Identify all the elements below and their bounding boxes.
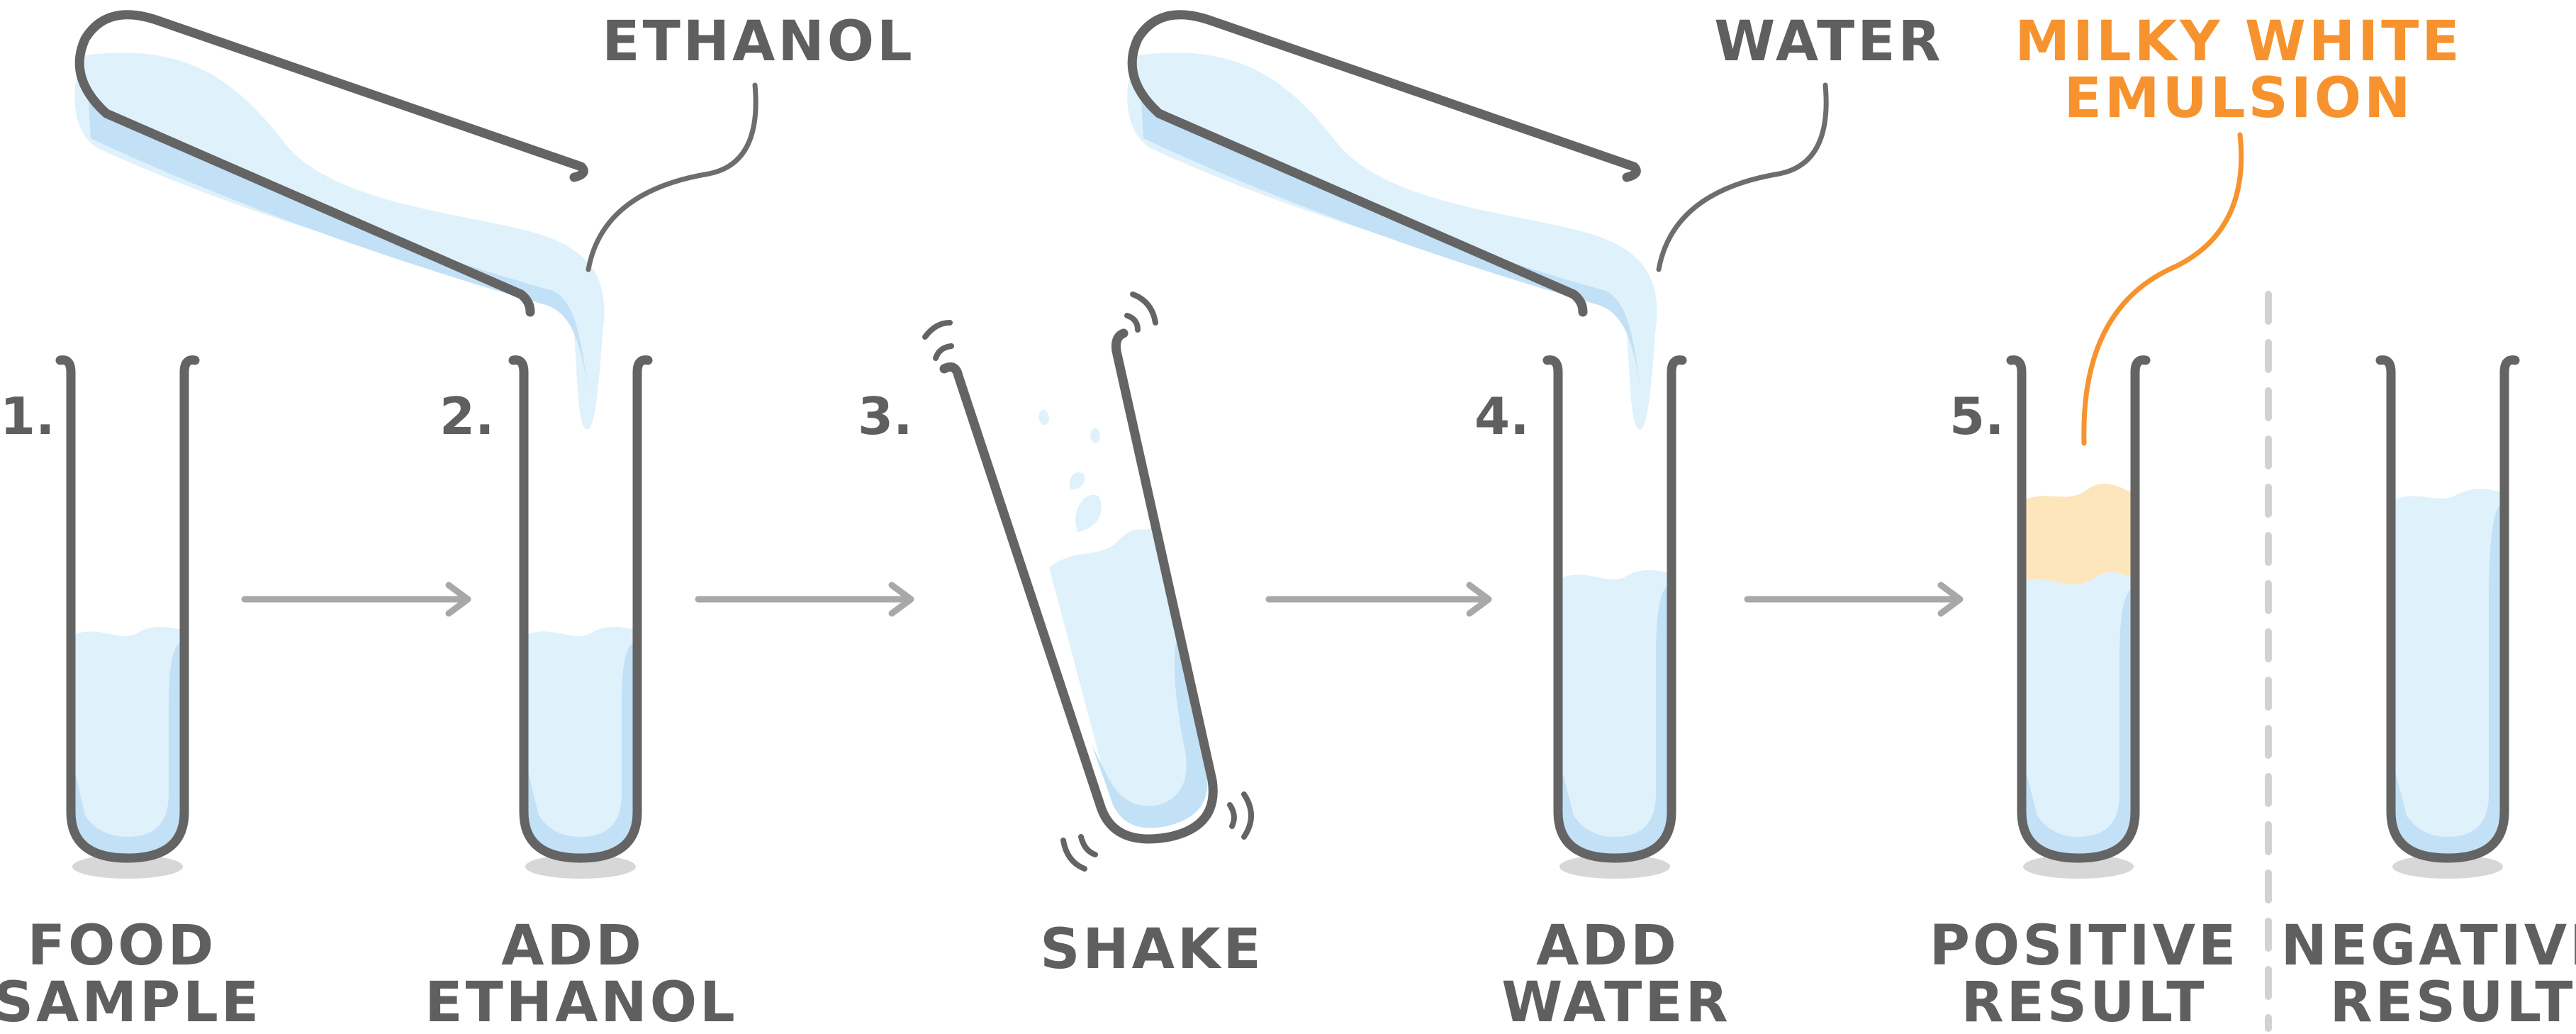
step-1-number: 1. <box>0 387 55 446</box>
arrow-1-to-2 <box>241 582 471 617</box>
step-3-label-line1: SHAKE <box>1040 918 1264 982</box>
tube-negative-result <box>2375 355 2520 879</box>
step-1-label-line2: SAMPLE <box>0 971 262 1034</box>
ethanol-pouring-tube <box>74 10 605 430</box>
emulsion-leader-line <box>2081 132 2244 446</box>
tube-4-add-water <box>1542 355 1687 879</box>
tube-1-food-sample <box>55 355 200 879</box>
negative-label-line2: RESULT <box>2330 971 2576 1034</box>
arrow-3-to-4 <box>1265 582 1492 617</box>
step-5-label-line2: RESULT <box>1961 971 2207 1034</box>
arrow-4-to-5 <box>1744 582 1964 617</box>
step-4-label-line1: ADD <box>1536 914 1679 978</box>
water-leader-line <box>1656 82 1829 272</box>
step-2-number: 2. <box>439 387 494 446</box>
step-4-number: 4. <box>1474 387 1529 446</box>
step-2-label-line2: ETHANOL <box>425 971 737 1034</box>
step-4-label-line2: WATER <box>1501 971 1730 1034</box>
arrow-2-to-3 <box>695 582 914 617</box>
step-5-label-line1: POSITIVE <box>1930 914 2239 978</box>
tube-5-positive-result <box>2006 355 2151 879</box>
step-1-label-line1: FOOD <box>28 914 217 978</box>
ethanol-leader-line <box>586 82 758 272</box>
water-pouring-tube <box>1127 10 1657 430</box>
emulsion-callout-line1: MILKY WHITE <box>2015 10 2462 74</box>
water-callout: WATER <box>1714 10 1943 74</box>
ethanol-callout: ETHANOL <box>602 10 914 74</box>
step-2-label-line1: ADD <box>501 914 644 978</box>
step-3-number: 3. <box>858 387 912 446</box>
step-5-number: 5. <box>1949 387 2004 446</box>
negative-label-line1: NEGATIVE <box>2281 914 2576 978</box>
emulsion-callout-line2: EMULSION <box>2064 67 2414 130</box>
tube-3-shake <box>922 291 1254 872</box>
tube-2-add-ethanol <box>508 355 653 879</box>
